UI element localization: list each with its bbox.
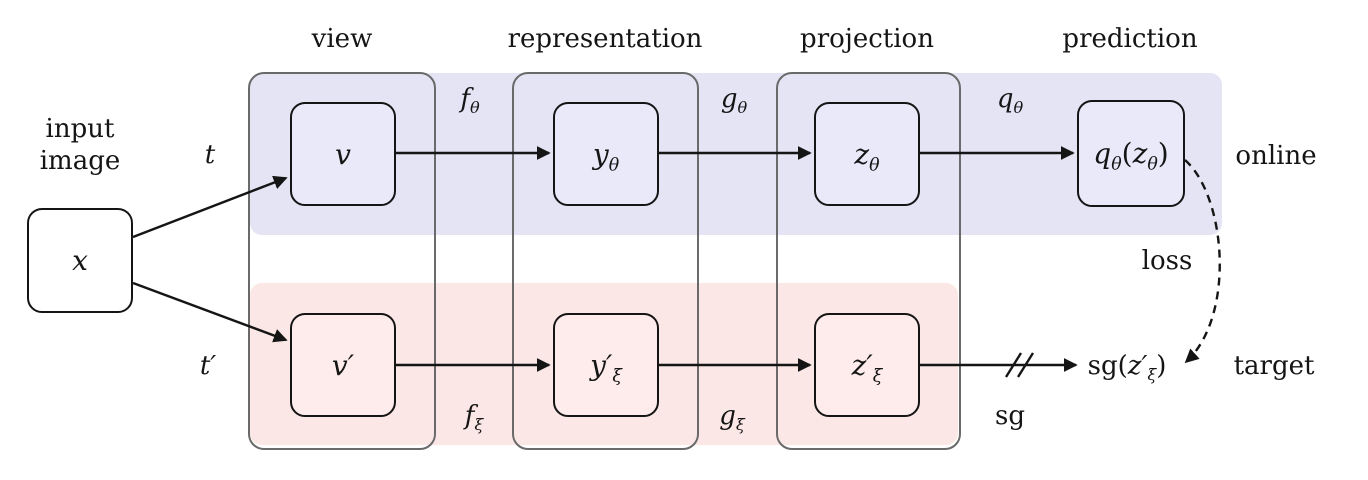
prediction-node-online: qθ(zθ)	[1077, 100, 1185, 207]
view-node-online-label: v	[335, 137, 351, 171]
input-image-caption: input image	[40, 113, 121, 177]
encoder-target-label: fξ	[464, 401, 484, 435]
representation-node-target: y′ξ	[553, 313, 659, 417]
column-header-projection: projection	[800, 24, 934, 54]
projector-online-label: gθ	[720, 84, 748, 118]
view-column-container	[248, 72, 436, 450]
view-node-target: v′	[290, 313, 396, 417]
column-header-view: view	[311, 24, 373, 54]
stop-gradient-slash-icon	[1004, 352, 1035, 378]
projection-node-target-label: z′ξ	[851, 348, 883, 387]
input-image-caption-line1: input	[45, 114, 115, 144]
representation-node-online-label: yθ	[592, 137, 620, 176]
stop-gradient-edge-label: sg	[995, 401, 1025, 431]
projection-column-container	[776, 72, 961, 450]
projection-node-target: z′ξ	[814, 313, 920, 417]
input-node-label: x	[72, 244, 88, 277]
representation-node-online: yθ	[553, 102, 659, 206]
projection-node-online-label: zθ	[854, 137, 880, 176]
representation-node-target-label: y′ξ	[590, 348, 622, 387]
predictor-online-label: qθ	[996, 84, 1024, 118]
projection-node-online: zθ	[814, 102, 920, 206]
encoder-online-label: fθ	[460, 84, 480, 118]
target-row-label: target	[1233, 351, 1315, 381]
prediction-node-online-label: qθ(zθ)	[1093, 137, 1169, 175]
input-image-caption-line2: image	[39, 146, 121, 176]
column-header-prediction: prediction	[1062, 24, 1198, 54]
view-node-online: v	[290, 102, 396, 206]
loss-label: loss	[1141, 246, 1193, 276]
input-node: x	[27, 208, 133, 313]
augmentation-label-t: t	[204, 140, 216, 170]
view-node-target-label: v′	[331, 348, 355, 382]
online-row-label: online	[1235, 141, 1317, 171]
column-header-representation: representation	[507, 24, 703, 54]
augmentation-label-t-prime: t′	[199, 351, 217, 381]
stop-gradient-output-label: sg(z′ξ)	[1087, 351, 1167, 385]
representation-column-container	[512, 72, 699, 450]
projector-target-label: gξ	[719, 401, 745, 435]
